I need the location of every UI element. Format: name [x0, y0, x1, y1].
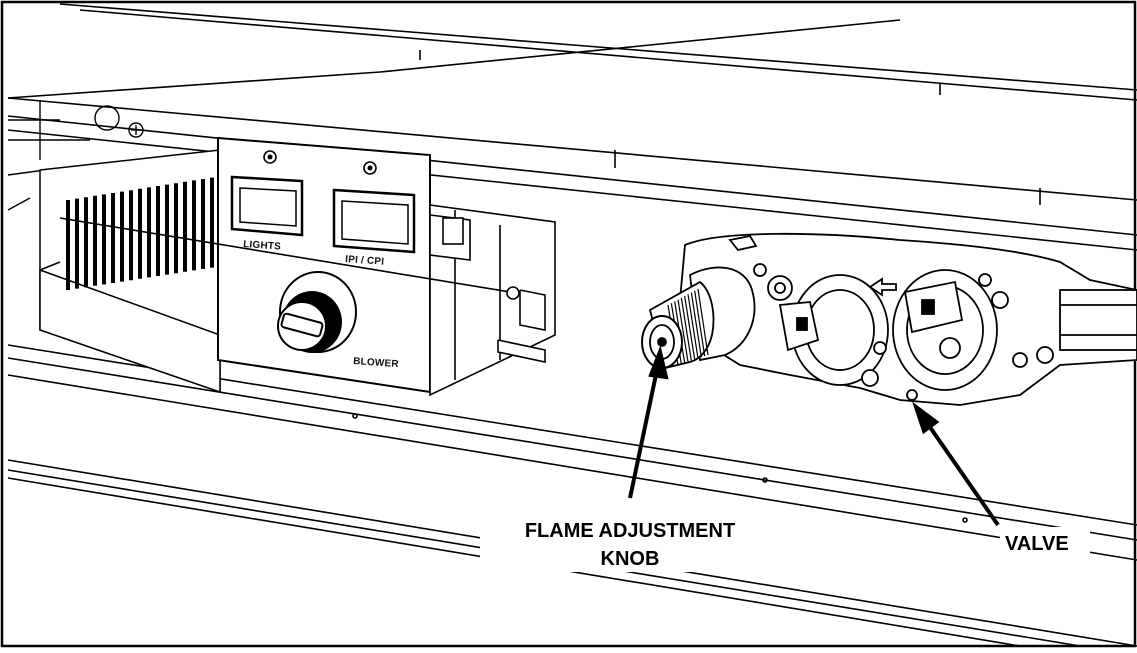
flame-adjustment-label-line1: FLAME ADJUSTMENT	[525, 520, 735, 542]
callout-arrows	[628, 345, 1000, 527]
flame-adjustment-label-line2: KNOB	[601, 548, 660, 570]
knob-ridge	[697, 288, 709, 356]
arrow-head-icon	[912, 401, 940, 435]
control-plate: LIGHTS IPI / CPI BLOWER	[217, 136, 431, 394]
arrow-head-icon	[648, 345, 669, 380]
flame-label-backdrop	[480, 512, 780, 572]
ipi-cpi-rocker-switch[interactable]	[332, 188, 416, 254]
flame-adjustment-knob[interactable]	[641, 266, 756, 370]
cooling-fins	[66, 177, 214, 290]
valve-label: VALVE	[1005, 533, 1069, 555]
module-housing	[39, 149, 221, 394]
knob-ridge	[680, 297, 692, 361]
knob-ridge	[694, 290, 706, 357]
upper-housing	[7, 3, 1137, 251]
blower-label: BLOWER	[353, 356, 400, 370]
valve-leader-line	[923, 418, 1000, 527]
blower-knob[interactable]	[277, 271, 357, 353]
flame-knob-leader-line	[628, 364, 660, 499]
knob-ridge	[677, 299, 689, 362]
knob-ridge	[690, 292, 702, 358]
knob-ridge	[684, 296, 696, 360]
lights-rocker-switch[interactable]	[230, 175, 304, 237]
module-bracket	[59, 204, 556, 397]
gas-valve-assembly	[679, 232, 1137, 406]
valve-label-backdrop	[1000, 527, 1090, 557]
knob-ridge	[687, 294, 699, 359]
ipi-cpi-label: IPI / CPI	[345, 254, 385, 268]
